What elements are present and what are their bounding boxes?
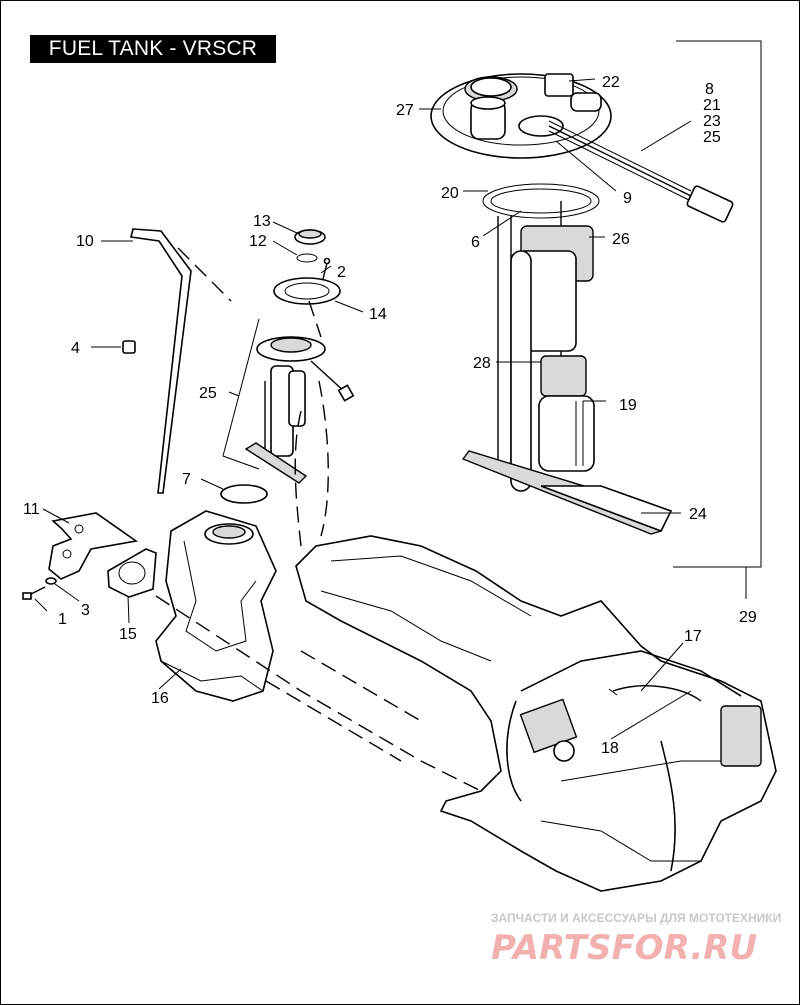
- gasket-15: [107, 548, 157, 598]
- screw-2: [322, 257, 331, 280]
- bolt-1-washer-3: [22, 577, 57, 600]
- callout-8: 8: [705, 81, 714, 98]
- callout-25-right: 25: [703, 129, 721, 146]
- callout-11: 11: [23, 501, 40, 518]
- watermark: ЗАПЧАСТИ И АКСЕССУАРЫ ДЛЯ МОТОТЕХНИКИ PA…: [491, 911, 781, 968]
- callout-28: 28: [473, 355, 491, 372]
- callout-10: 10: [76, 233, 94, 250]
- o-ring-12: [296, 253, 318, 263]
- motorcycle-frame: [295, 535, 777, 892]
- callout-1: 1: [58, 611, 67, 628]
- callout-25-left: 25: [199, 385, 217, 402]
- callout-3: 3: [81, 602, 90, 619]
- callout-21: 21: [703, 97, 721, 114]
- fuel-pump-assembly-25: [222, 318, 355, 484]
- callout-19: 19: [619, 397, 637, 414]
- callout-24: 24: [689, 506, 707, 523]
- callout-7: 7: [182, 471, 191, 488]
- callout-12: 12: [249, 233, 267, 250]
- assembly-lines: [155, 247, 482, 792]
- diagram-title: FUEL TANK - VRSCR: [30, 35, 276, 63]
- watermark-tagline: ЗАПЧАСТИ И АКСЕССУАРЫ ДЛЯ МОТОТЕХНИКИ: [491, 911, 781, 925]
- o-ring-7: [220, 484, 268, 504]
- callout-13: 13: [253, 213, 271, 230]
- watermark-brand: PARTSFOR.RU: [491, 928, 757, 968]
- callout-23: 23: [703, 113, 721, 130]
- group-bracket-29: [673, 40, 762, 599]
- callout-26: 26: [612, 231, 630, 248]
- callout-16: 16: [151, 690, 169, 707]
- cap-13: [294, 229, 326, 245]
- fuel-pump-module: [430, 73, 734, 535]
- bracket-11: [48, 512, 139, 580]
- callout-20: 20: [441, 185, 459, 202]
- vent-line: [130, 228, 192, 494]
- callout-labels: 1 2 3 4 6 7 8 9 10 11 12 13 14 15 16 17 …: [23, 74, 757, 757]
- clip-4: [122, 340, 136, 354]
- callout-4: 4: [71, 340, 80, 357]
- callout-2: 2: [337, 264, 346, 281]
- callout-15: 15: [119, 626, 137, 643]
- leader-lines: [34, 78, 692, 740]
- callout-6: 6: [471, 234, 480, 251]
- callout-9: 9: [623, 190, 632, 207]
- callout-14: 14: [369, 306, 387, 323]
- gasket-14: [273, 277, 341, 305]
- callout-17: 17: [684, 628, 702, 645]
- callout-18: 18: [601, 740, 619, 757]
- fuel-tank-16: [155, 510, 277, 702]
- callout-29: 29: [739, 609, 757, 626]
- callout-22: 22: [602, 74, 620, 91]
- callout-27: 27: [396, 102, 414, 119]
